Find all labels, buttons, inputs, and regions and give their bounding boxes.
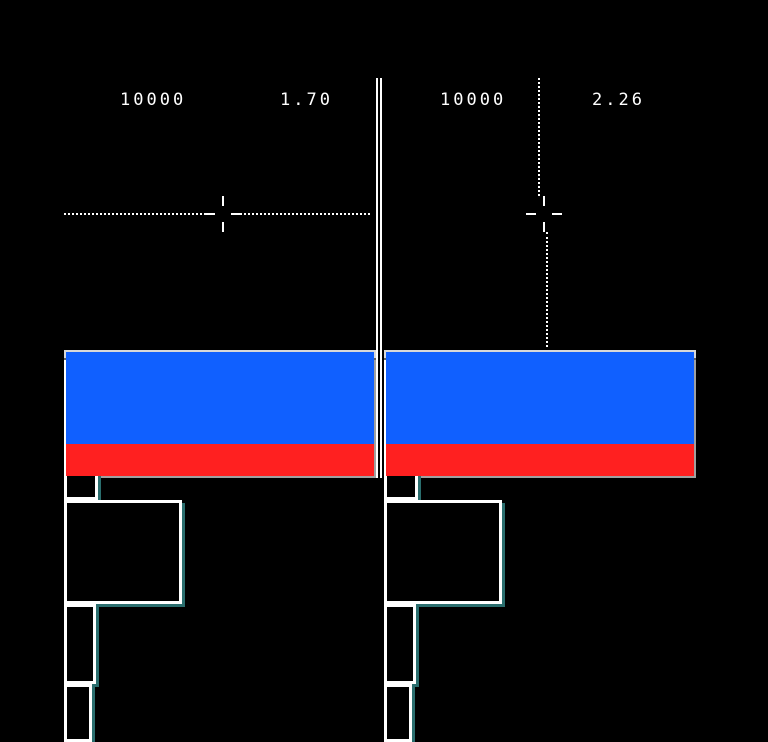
p2-shield-gauge	[384, 352, 694, 742]
p2-score: 10000	[440, 90, 507, 110]
p1-shield-gauge	[64, 352, 374, 742]
p1-timer: 1.70	[280, 90, 333, 110]
p1-score: 10000	[120, 90, 187, 110]
p2-dashboard: C M F	[384, 350, 696, 742]
p1-shield-low	[66, 444, 374, 476]
p1-crosshair-icon	[205, 196, 241, 232]
p1-horizon-left	[64, 213, 206, 215]
p1-ammo-gauge	[64, 353, 374, 684]
p2-horizon-bottom	[546, 232, 548, 347]
p1-radar	[64, 354, 372, 604]
p2-timer: 2.26	[592, 90, 645, 110]
split-screen-divider	[376, 78, 382, 478]
p2-crosshair-icon	[526, 196, 562, 232]
p1-horizon-right	[240, 213, 370, 215]
p2-horizon-top	[538, 78, 540, 196]
p1-dashboard: C M F	[64, 350, 376, 742]
p2-shield-low	[386, 444, 694, 476]
p2-radar	[384, 354, 692, 604]
p2-ammo-gauge	[384, 353, 694, 684]
